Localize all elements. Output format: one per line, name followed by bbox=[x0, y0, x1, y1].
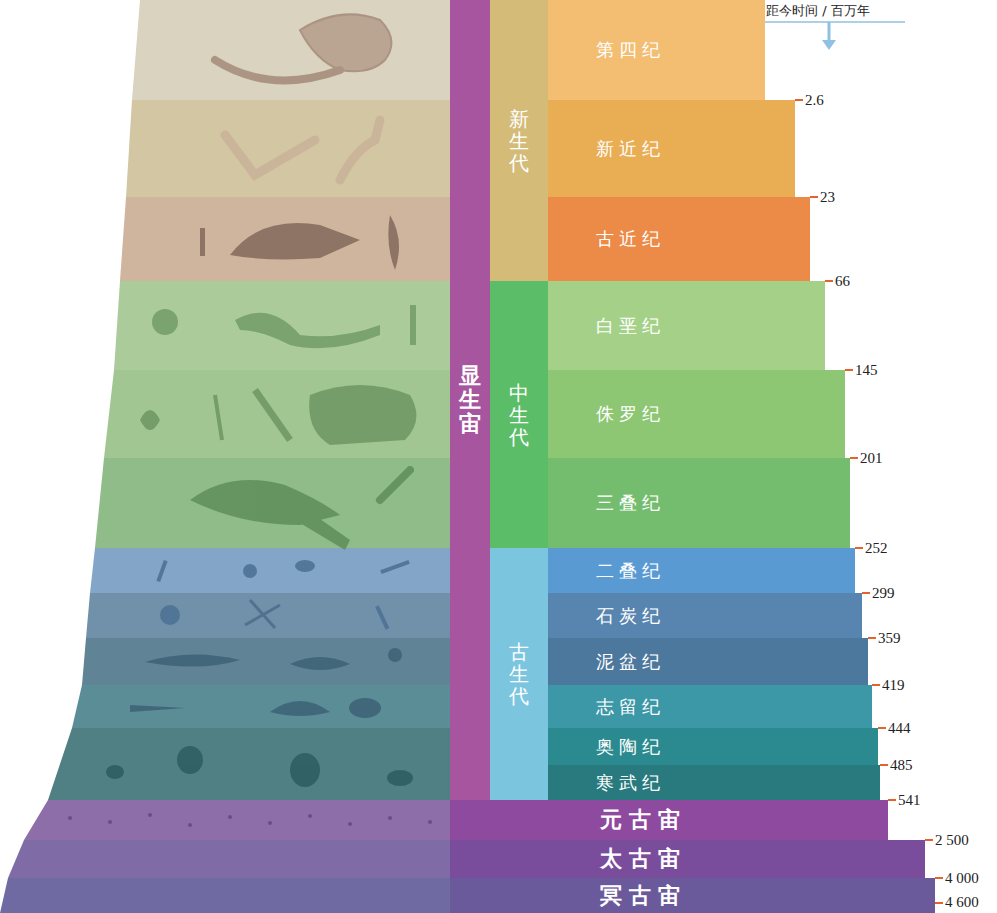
axis-arrow bbox=[828, 22, 831, 42]
time-value: 201 bbox=[860, 449, 883, 467]
axis-line bbox=[765, 21, 905, 23]
eon-band: 元古宙 bbox=[450, 800, 888, 840]
time-value: 4 600 bbox=[945, 893, 979, 911]
period-band: 泥盆纪 bbox=[548, 638, 868, 685]
eon-name: 冥古宙 bbox=[580, 881, 700, 911]
period-name: 新近纪 bbox=[548, 137, 708, 161]
stratum bbox=[132, 0, 450, 100]
fish-fossils bbox=[130, 648, 402, 718]
microfossil-dots bbox=[68, 813, 432, 827]
fish-fossil bbox=[200, 215, 399, 270]
period-name: 白垩纪 bbox=[548, 314, 708, 338]
period-band: 第四纪 bbox=[548, 0, 765, 100]
era-name: 古生代 bbox=[509, 641, 529, 707]
stratum bbox=[120, 197, 450, 281]
stratum bbox=[8, 840, 450, 878]
period-name: 奥陶纪 bbox=[548, 735, 708, 759]
period-band: 奥陶纪 bbox=[548, 728, 878, 765]
limb-bones bbox=[225, 120, 380, 180]
period-band: 新近纪 bbox=[548, 100, 795, 197]
era-band: 古生代 bbox=[490, 548, 548, 800]
eon-name: 太古宙 bbox=[580, 844, 700, 874]
stratum bbox=[114, 281, 450, 370]
time-value: 252 bbox=[865, 539, 888, 557]
axis-arrowhead bbox=[822, 40, 836, 50]
stratum bbox=[82, 638, 450, 685]
time-value: 419 bbox=[882, 676, 905, 694]
era-band: 中生代 bbox=[490, 281, 548, 548]
time-value: 2.6 bbox=[805, 91, 824, 109]
period-band: 石炭纪 bbox=[548, 593, 862, 638]
eon-name: 元古宙 bbox=[580, 805, 700, 835]
mammoth-skull bbox=[215, 14, 391, 80]
time-value: 444 bbox=[888, 719, 911, 737]
stratum bbox=[90, 548, 450, 593]
eon-band: 太古宙 bbox=[450, 840, 925, 878]
stratum bbox=[72, 685, 450, 728]
plesiosaur-fossil bbox=[152, 305, 416, 348]
period-name: 泥盆纪 bbox=[548, 650, 708, 674]
time-value: 23 bbox=[820, 188, 835, 206]
era-band: 新生代 bbox=[490, 0, 548, 281]
dinosaur-skull bbox=[140, 385, 416, 445]
era-name: 新生代 bbox=[509, 108, 529, 174]
time-value: 541 bbox=[898, 791, 921, 809]
period-band: 二叠纪 bbox=[548, 548, 855, 593]
stratum bbox=[24, 800, 450, 840]
period-band: 白垩纪 bbox=[548, 281, 825, 370]
time-value: 4 000 bbox=[945, 869, 979, 887]
period-name: 侏罗纪 bbox=[548, 402, 708, 426]
stratum bbox=[48, 728, 450, 800]
period-name: 三叠纪 bbox=[548, 491, 708, 515]
period-name: 石炭纪 bbox=[548, 604, 708, 628]
period-name: 志留纪 bbox=[548, 695, 708, 719]
stratum bbox=[104, 370, 450, 458]
period-name: 寒武纪 bbox=[548, 771, 708, 795]
axis-title: 距今时间 / 百万年 bbox=[766, 2, 870, 20]
eon-band: 冥古宙 bbox=[450, 878, 935, 913]
era-band: 显生宙 bbox=[450, 0, 490, 800]
era-name: 显生宙 bbox=[459, 364, 481, 437]
period-band: 三叠纪 bbox=[548, 458, 850, 548]
era-name: 中生代 bbox=[509, 382, 529, 448]
period-band: 古近纪 bbox=[548, 197, 810, 281]
invertebrate-fossils bbox=[156, 560, 409, 630]
stratum bbox=[126, 100, 450, 197]
period-name: 二叠纪 bbox=[548, 559, 708, 583]
period-name: 古近纪 bbox=[548, 227, 708, 251]
stratum bbox=[86, 593, 450, 638]
time-value: 485 bbox=[890, 756, 913, 774]
time-value: 2 500 bbox=[935, 831, 969, 849]
time-value: 359 bbox=[878, 629, 901, 647]
trilobite-fossils bbox=[106, 746, 413, 787]
period-name: 第四纪 bbox=[548, 38, 708, 62]
stratum bbox=[0, 878, 450, 913]
time-value: 299 bbox=[872, 584, 895, 602]
period-band: 侏罗纪 bbox=[548, 370, 845, 458]
period-band: 志留纪 bbox=[548, 685, 872, 728]
stratum bbox=[95, 458, 450, 548]
time-value: 66 bbox=[835, 272, 850, 290]
time-value: 145 bbox=[855, 361, 878, 379]
period-band: 寒武纪 bbox=[548, 765, 880, 800]
dinosaur-skeleton bbox=[190, 470, 410, 550]
